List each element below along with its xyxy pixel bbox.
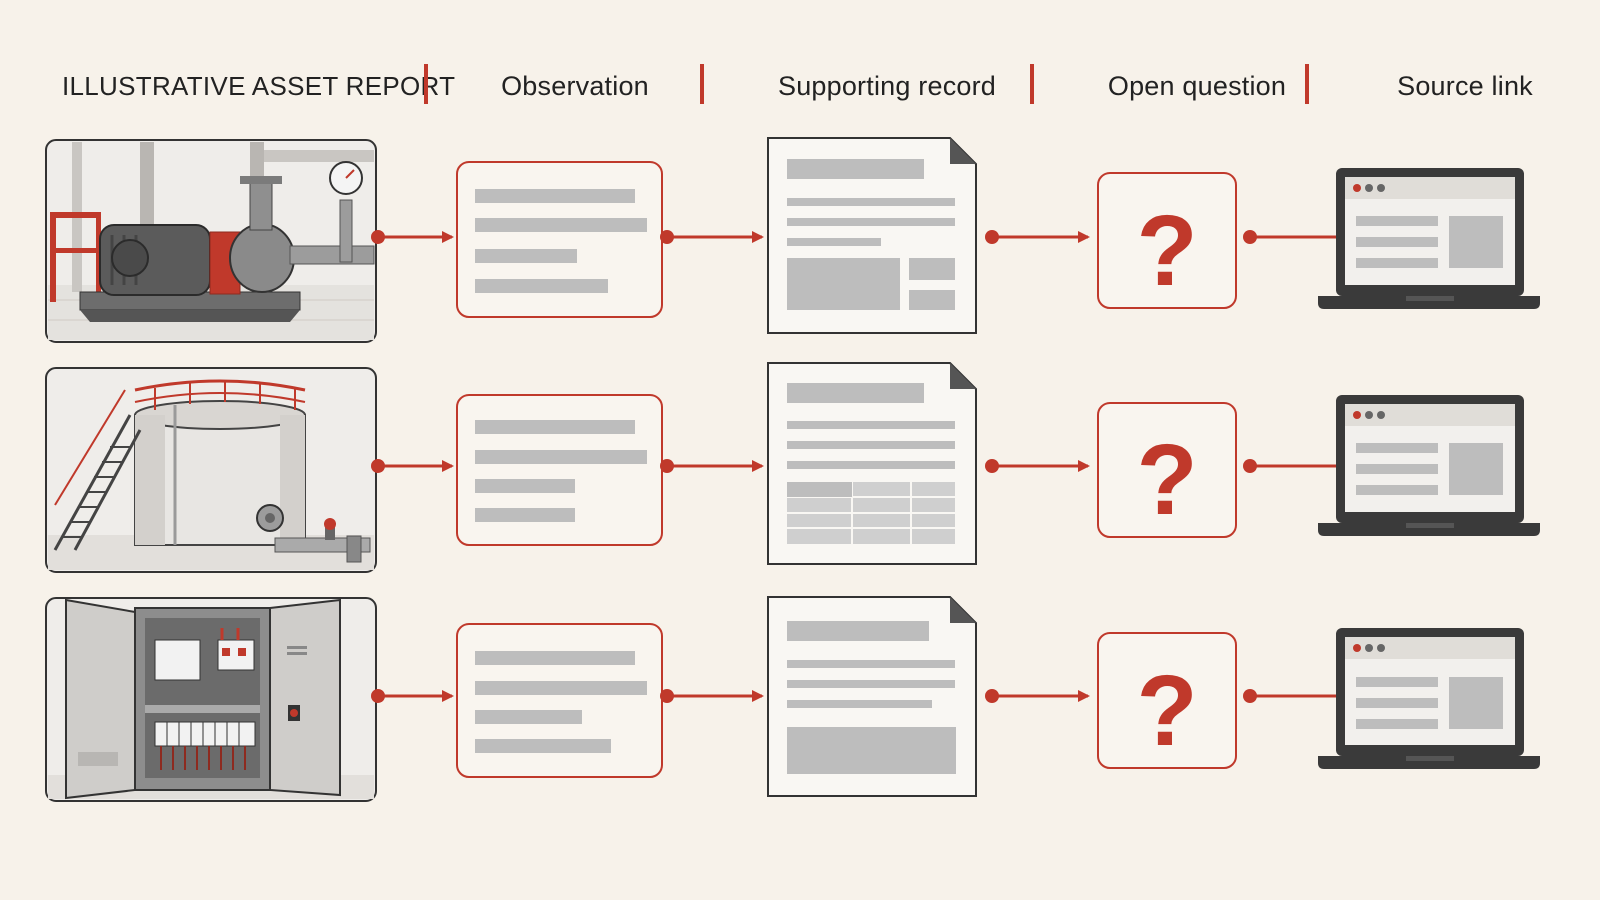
connector-arrow xyxy=(985,689,1090,703)
laptop-icon xyxy=(1318,168,1540,309)
column-separator xyxy=(424,64,428,104)
table-grid xyxy=(787,482,955,544)
supporting-record-document xyxy=(767,362,977,565)
connector-arrow xyxy=(371,459,454,473)
observation-card xyxy=(456,623,663,778)
supporting-record-document xyxy=(767,137,977,334)
row-2: ? xyxy=(45,362,1540,573)
pump-motor-illustration xyxy=(45,139,377,343)
laptop-icon xyxy=(1318,395,1540,536)
question-mark-icon: ? xyxy=(1136,195,1197,307)
report-title: ILLUSTRATIVE ASSET REPORT xyxy=(62,71,456,101)
question-mark-icon: ? xyxy=(1136,655,1197,767)
connector-arrow xyxy=(371,230,454,244)
column-separator xyxy=(700,64,704,104)
observation-card xyxy=(456,161,663,318)
observation-card xyxy=(456,394,663,546)
supporting-record-document xyxy=(767,596,977,797)
row-3: ? xyxy=(45,596,1540,802)
question-mark-icon: ? xyxy=(1136,424,1197,536)
connector-line xyxy=(1243,230,1336,244)
column-header: ILLUSTRATIVE ASSET REPORT Observation Su… xyxy=(0,0,1600,170)
row-1: ? xyxy=(45,137,1540,343)
connector-arrow xyxy=(985,230,1090,244)
storage-tank-illustration xyxy=(45,367,377,573)
column-label-source-link: Source link xyxy=(1397,71,1533,101)
connector-arrow xyxy=(660,689,764,703)
laptop-icon xyxy=(1318,628,1540,769)
connector-arrow xyxy=(371,689,454,703)
column-label-supporting-record: Supporting record xyxy=(777,71,997,101)
column-label-observation: Observation xyxy=(501,71,649,101)
column-separator xyxy=(1305,64,1309,104)
column-separator xyxy=(1030,64,1034,104)
electrical-cabinet-illustration xyxy=(45,597,377,802)
connector-arrow xyxy=(660,230,764,244)
connector-arrow xyxy=(985,459,1090,473)
open-question-card: ? xyxy=(1097,632,1237,769)
connector-line xyxy=(1243,689,1336,703)
open-question-card: ? xyxy=(1097,402,1237,538)
connector-arrow xyxy=(660,459,764,473)
column-label-open-question: Open question xyxy=(1107,71,1287,101)
connector-line xyxy=(1243,459,1336,473)
open-question-card: ? xyxy=(1097,172,1237,309)
